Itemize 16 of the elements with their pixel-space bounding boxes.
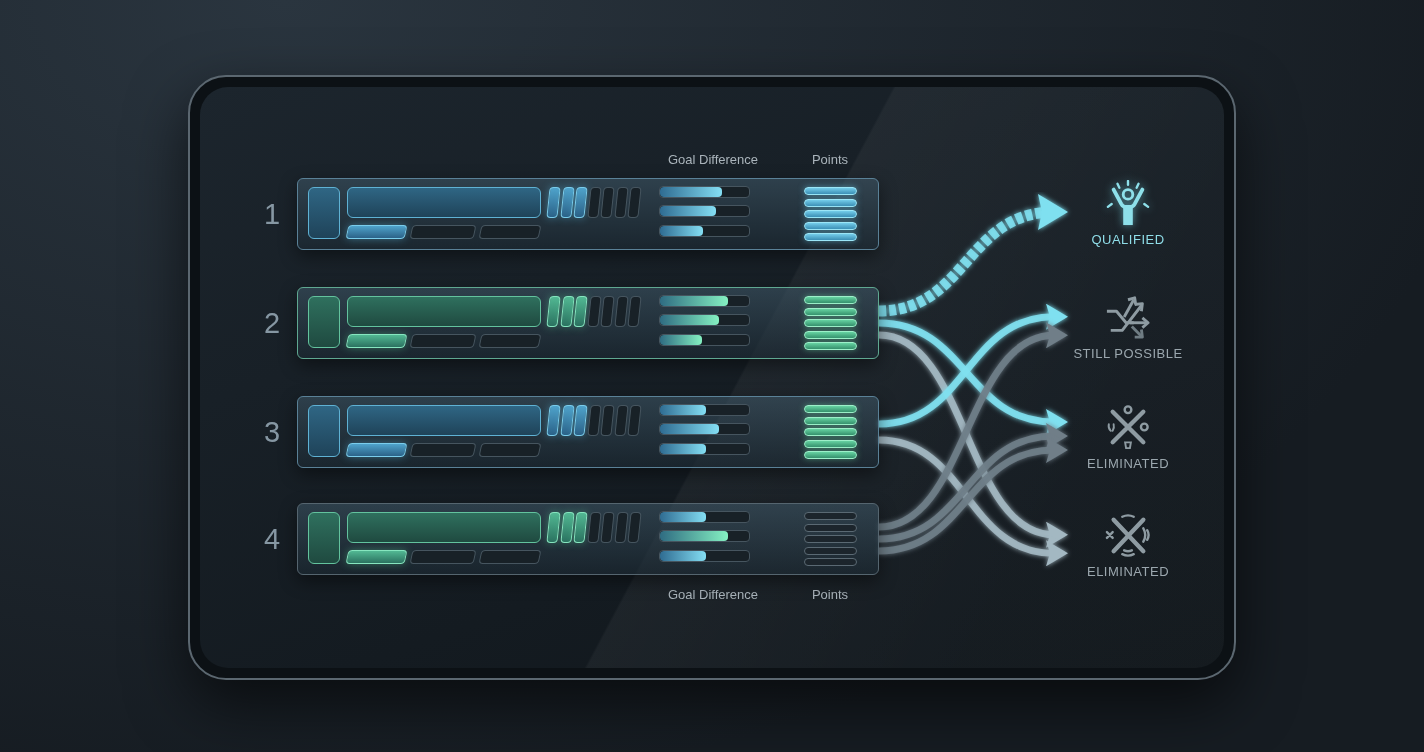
arrow — [878, 319, 1068, 435]
outcome-label: STILL POSSIBLE — [1073, 346, 1183, 362]
outcome-label: ELIMINATED — [1086, 564, 1170, 580]
arrow — [878, 304, 1068, 428]
outcome-label: QUALIFIED — [1091, 232, 1165, 248]
rank-number: 3 — [263, 417, 282, 447]
rank-number: 4 — [263, 524, 282, 554]
column-header: Points — [811, 151, 849, 169]
dashed-arrow — [878, 195, 1068, 317]
column-header: Goal Difference — [667, 586, 759, 604]
rank-number: 2 — [263, 308, 282, 338]
outcome-label: ELIMINATED — [1086, 456, 1170, 472]
rank-number: 1 — [263, 199, 282, 229]
column-header: Points — [811, 586, 849, 604]
column-header: Goal Difference — [667, 151, 759, 169]
arrow — [878, 423, 1068, 543]
